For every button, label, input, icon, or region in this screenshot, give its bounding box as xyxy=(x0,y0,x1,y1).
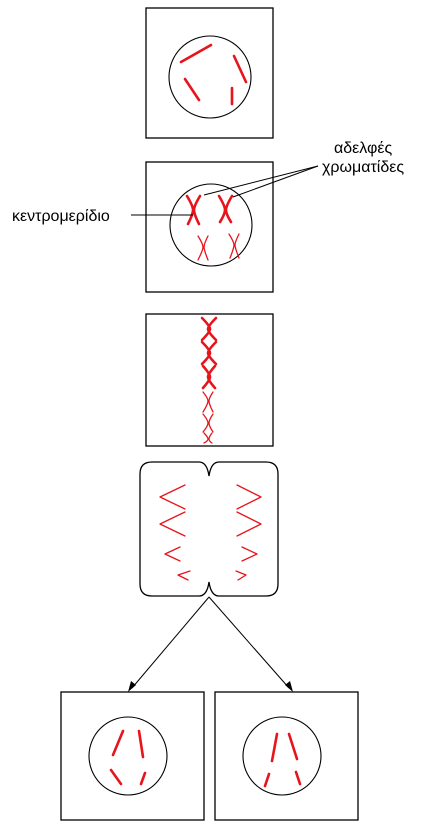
daughter-cell-left xyxy=(60,691,205,821)
daughter-left-chromosomes xyxy=(109,729,147,786)
sister-chromatids-leader-1 xyxy=(203,165,319,196)
daughter-cell-right xyxy=(214,691,359,821)
stage-4-cell xyxy=(139,461,279,597)
arrow-left-head xyxy=(128,681,136,692)
centromere-label: κεντρομερίδιο xyxy=(12,208,110,225)
arrow-right-head xyxy=(285,681,293,692)
stage-3-cell xyxy=(145,313,274,447)
stage-1-cell xyxy=(145,7,274,139)
stage-1-nucleus xyxy=(168,35,252,119)
stage-2-nucleus xyxy=(169,183,253,267)
daughter-right-frame xyxy=(214,691,359,821)
stage-3-chromosomes xyxy=(200,316,218,444)
stage-2-cell: κεντρομερίδιο αδελφές χρωματίδες xyxy=(12,140,404,293)
arrow-left xyxy=(131,596,210,689)
stage-4-frame xyxy=(139,461,279,597)
daughter-left-frame xyxy=(60,691,205,821)
division-arrows xyxy=(128,596,293,692)
stage-3-frame xyxy=(145,313,274,447)
stage-2-chromosomes xyxy=(185,194,240,261)
sister-chromatids-leader-2 xyxy=(232,165,319,198)
daughter-right-nucleus xyxy=(242,716,322,796)
arrow-right xyxy=(208,596,290,689)
stage-1-chromosomes xyxy=(179,43,248,106)
stage-4-right-chromosomes xyxy=(235,484,262,581)
sister-chromatids-label-line2: χρωματίδες xyxy=(322,159,404,176)
stage-2-frame xyxy=(145,161,274,293)
stage-4-left-chromosomes xyxy=(159,484,191,581)
daughter-left-nucleus xyxy=(88,716,168,796)
stage-1-frame xyxy=(145,7,274,139)
daughter-right-chromosomes xyxy=(263,732,302,788)
sister-chromatids-label-line1: αδελφές xyxy=(334,140,393,157)
